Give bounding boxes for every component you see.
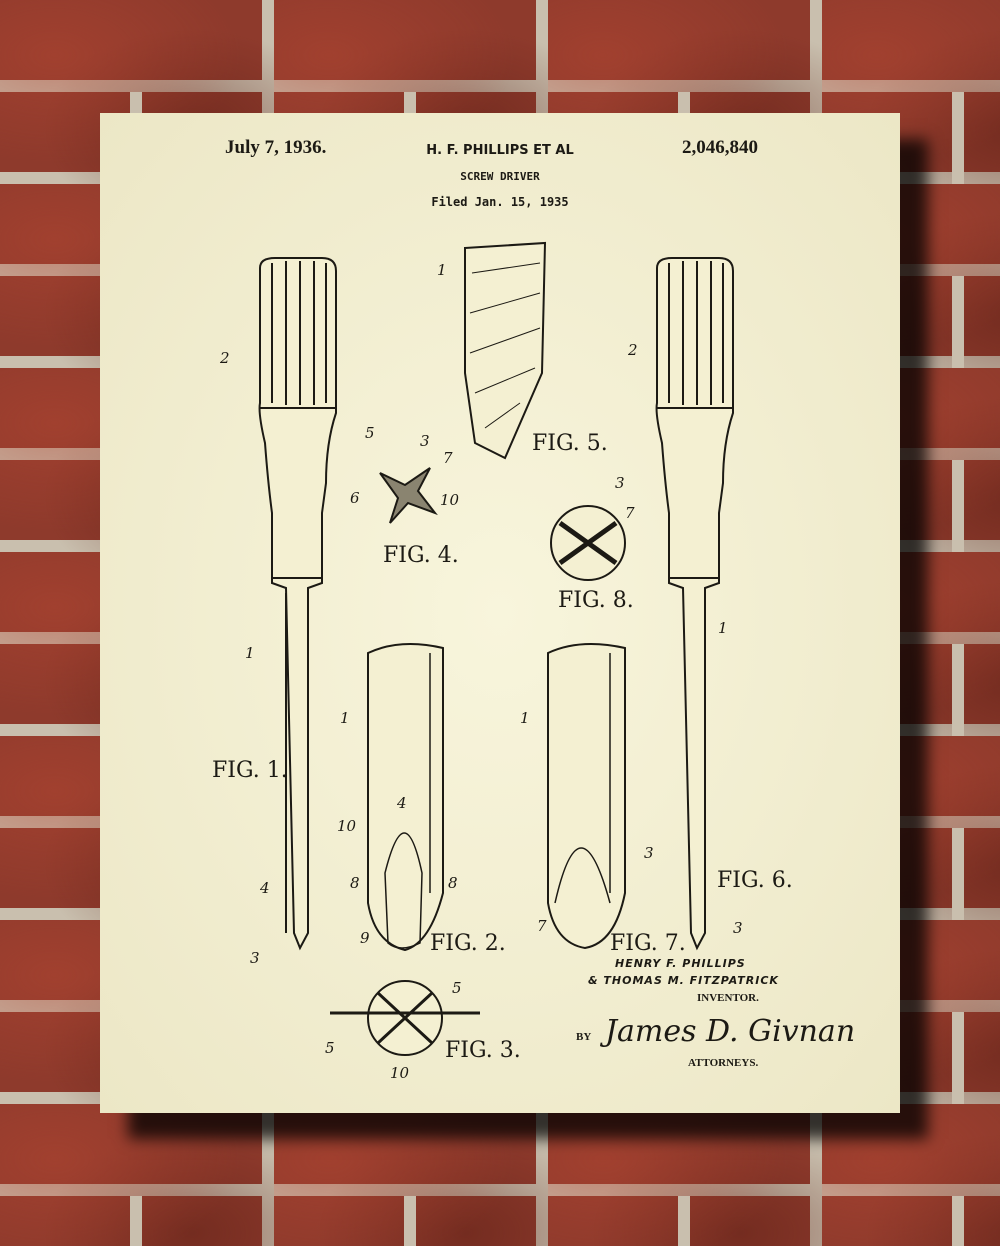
- filed-date: Filed Jan. 15, 1935: [431, 195, 569, 209]
- numeral: 1: [437, 261, 447, 279]
- fig-label: FIG. 5.: [532, 431, 608, 456]
- fig-label: FIG. 3.: [445, 1038, 521, 1063]
- numeral: 10: [390, 1064, 410, 1082]
- numeral: 1: [718, 619, 728, 637]
- numeral: 10: [337, 817, 357, 835]
- numeral: 3: [733, 919, 743, 937]
- fig-label: FIG. 6.: [717, 868, 793, 893]
- fig-label: FIG. 8.: [558, 588, 634, 613]
- numeral: 5: [365, 424, 375, 442]
- inventor-name: & THOMAS M. FITZPATRICK: [588, 974, 779, 987]
- numeral: 4: [396, 794, 407, 812]
- patent-drawing: 2 1 4 3 1 2 1 5 3 7 6 10 3 7 1 1 4 10 8 …: [219, 241, 743, 1082]
- numeral: 9: [360, 929, 370, 947]
- numeral: 4: [259, 879, 270, 897]
- fig-label: FIG. 1.: [212, 758, 288, 783]
- inventor-name: HENRY F. PHILLIPS: [615, 957, 746, 970]
- fig4-cross: [379, 467, 438, 524]
- patent-date: July 7, 1936.: [225, 137, 327, 158]
- fig5-tip: [464, 241, 547, 460]
- numeral: 6: [350, 489, 360, 507]
- numeral: 7: [443, 449, 453, 467]
- numeral: 2: [627, 341, 638, 359]
- inventor-caption: INVENTOR.: [697, 992, 759, 1004]
- fig7-shaft: [547, 643, 626, 950]
- attorneys-caption: ATTORNEYS.: [688, 1057, 759, 1069]
- patent-poster: 2 1 4 3 1 2 1 5 3 7 6 10 3 7 1 1 4 10 8 …: [100, 113, 900, 1113]
- numeral: 1: [520, 709, 530, 727]
- fig-label: FIG. 2.: [430, 931, 506, 956]
- fig1-screwdriver: [258, 257, 337, 951]
- fig-label: FIG. 4.: [383, 543, 459, 568]
- numeral: 7: [625, 504, 635, 522]
- by-label: BY: [576, 1031, 592, 1043]
- attorney-signature: James D. Givnan: [605, 1014, 856, 1049]
- fig2-shaft: [367, 643, 444, 952]
- fig-label: FIG. 7.: [610, 931, 686, 956]
- numeral: 1: [340, 709, 350, 727]
- patent-number: 2,046,840: [682, 137, 758, 158]
- numeral: 1: [245, 644, 255, 662]
- numeral: 2: [219, 349, 230, 367]
- numeral: 5: [452, 979, 462, 997]
- numeral: 3: [250, 949, 260, 967]
- inventor-header: H. F. PHILLIPS ET AL: [426, 143, 574, 158]
- numeral: 8: [448, 874, 458, 892]
- numeral: 3: [420, 432, 430, 450]
- numeral: 8: [350, 874, 360, 892]
- numeral: 3: [615, 474, 625, 492]
- numeral: 3: [644, 844, 654, 862]
- fig6-screwdriver: [655, 257, 734, 951]
- numeral: 5: [325, 1039, 335, 1057]
- numeral: 10: [440, 491, 460, 509]
- numeral: 7: [537, 917, 547, 935]
- patent-title: SCREW DRIVER: [460, 170, 540, 183]
